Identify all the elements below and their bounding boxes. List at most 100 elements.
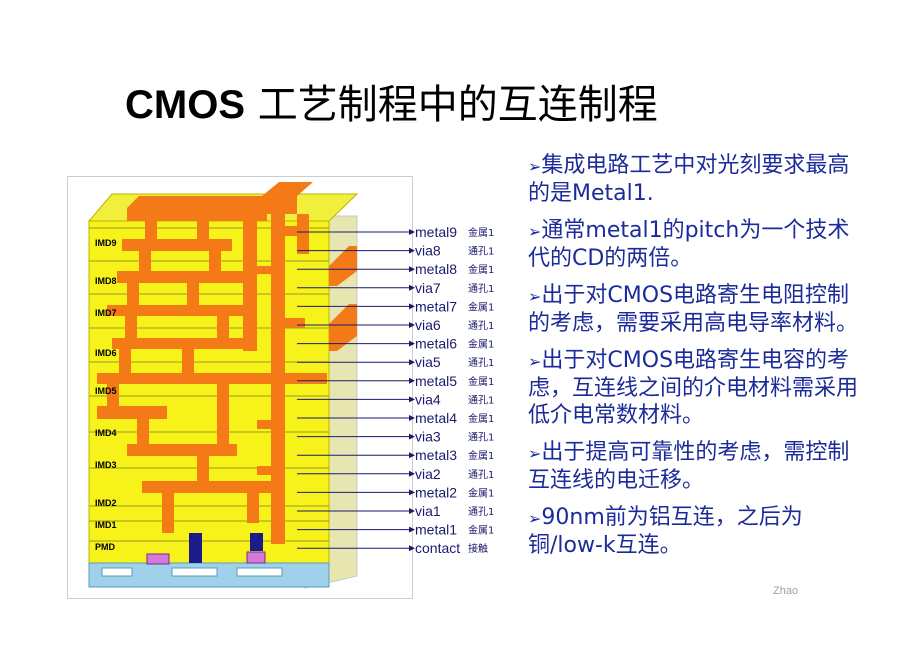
leader-arrow bbox=[409, 247, 415, 254]
imd-label: PMD bbox=[95, 542, 116, 552]
leader-arrow bbox=[409, 303, 415, 310]
bullet-item: ➢出于对CMOS电路寄生电阻控制的考虑，需要采用高电导率材料。 bbox=[528, 282, 858, 337]
layer-label-cn: 金属1 bbox=[468, 412, 494, 425]
via-stack bbox=[182, 349, 194, 373]
via-stack bbox=[217, 384, 229, 444]
bullet-arrow-icon: ➢ bbox=[528, 287, 542, 306]
layer-label-en: metal7 bbox=[415, 298, 457, 314]
metal3 bbox=[127, 444, 237, 456]
layer-label-en: metal5 bbox=[415, 373, 457, 389]
layer-label-cn: 金属1 bbox=[468, 449, 494, 462]
imd-label: IMD6 bbox=[95, 348, 117, 358]
bullet-item: ➢出于提高可靠性的考虑，需控制互连线的电迁移。 bbox=[528, 439, 858, 494]
bullet-item: ➢出于对CMOS电路寄生电容的考虑，互连线之间的介电材料需采用低介电常数材料。 bbox=[528, 347, 858, 429]
layer-label-en: metal9 bbox=[415, 224, 457, 240]
layer-label-cn: 通孔1 bbox=[468, 432, 494, 444]
layer-label-cn: 通孔1 bbox=[468, 283, 494, 295]
layer-label-cn: 金属1 bbox=[468, 226, 494, 239]
title-latin: CMOS bbox=[125, 83, 245, 127]
via-stack bbox=[145, 221, 157, 239]
right-via-column bbox=[243, 221, 257, 351]
layer-label-cn: 通孔1 bbox=[468, 357, 494, 369]
leader-arrow bbox=[409, 508, 415, 514]
footer-author: Zhao bbox=[773, 585, 799, 597]
bullet-arrow-icon: ➢ bbox=[528, 157, 542, 176]
layer-label-en: via6 bbox=[415, 317, 441, 333]
layer-label-en: metal4 bbox=[415, 410, 457, 426]
leader-arrow bbox=[409, 433, 415, 440]
bullet-item: ➢通常metal1的pitch为一个技术代的CD的两倍。 bbox=[528, 217, 858, 272]
right-metal-tab bbox=[257, 420, 271, 429]
leader-arrow bbox=[409, 359, 415, 366]
leader-arrow bbox=[409, 322, 415, 328]
gate bbox=[246, 551, 266, 564]
bullet-arrow-icon: ➢ bbox=[528, 222, 542, 241]
imd-label: IMD3 bbox=[95, 460, 117, 470]
leader-arrow bbox=[409, 396, 415, 403]
imd-label: IMD5 bbox=[95, 386, 117, 396]
bullet-arrow-icon: ➢ bbox=[528, 352, 542, 371]
via-stack bbox=[119, 349, 131, 373]
layer-label-en: metal6 bbox=[415, 336, 457, 352]
via-stack bbox=[127, 283, 139, 305]
layer-label-en: via3 bbox=[415, 429, 441, 445]
metal-structures bbox=[97, 182, 357, 544]
right-metal-tab bbox=[257, 466, 271, 475]
via-stack bbox=[209, 251, 221, 271]
side-metal bbox=[329, 246, 357, 286]
metal2-right bbox=[235, 481, 275, 493]
leader-arrow bbox=[409, 415, 415, 421]
metal5 bbox=[112, 338, 252, 349]
layer-label-en: contact bbox=[415, 540, 460, 556]
layer-label-cn: 通孔1 bbox=[468, 506, 494, 518]
via-stack bbox=[247, 493, 259, 523]
imd-label: IMD9 bbox=[95, 238, 117, 248]
right-metal-tab bbox=[285, 318, 305, 328]
imd-label: IMD8 bbox=[95, 276, 117, 286]
layer-label-cn: 接触 bbox=[468, 542, 488, 555]
right-via-column bbox=[271, 214, 285, 544]
layer-label-cn: 金属1 bbox=[468, 263, 494, 276]
metal9-top bbox=[127, 196, 277, 208]
layer-label-cn: 金属1 bbox=[468, 486, 494, 499]
right-metal-tab bbox=[285, 226, 305, 236]
layer-label-en: metal2 bbox=[415, 484, 457, 500]
diffusion bbox=[236, 567, 283, 577]
gate bbox=[146, 553, 170, 565]
via-stack bbox=[197, 456, 209, 481]
metal4 bbox=[97, 373, 327, 384]
bullet-text: 出于提高可靠性的考虑，需控制互连线的电迁移。 bbox=[528, 440, 850, 493]
leader-arrow bbox=[409, 284, 415, 291]
bullet-text: 出于对CMOS电路寄生电阻控制的考虑，需要采用高电导率材料。 bbox=[528, 283, 859, 336]
interconnect-svg: IMD9IMD8IMD7IMD6IMD5IMD4IMD3IMD2IMD1PMD … bbox=[67, 176, 494, 599]
contact-plug bbox=[189, 533, 202, 563]
via-stack bbox=[107, 384, 119, 406]
bullet-item: ➢90nm前为铝互连，之后为铜/low-k互连。 bbox=[528, 504, 858, 559]
layer-label-en: via7 bbox=[415, 280, 441, 296]
layer-label-cn: 金属1 bbox=[468, 338, 494, 351]
via-stack bbox=[187, 283, 199, 305]
bullet-list: ➢集成电路工艺中对光刻要求最高的是Metal1.➢通常metal1的pitch为… bbox=[528, 152, 858, 569]
layer-label-en: via1 bbox=[415, 503, 441, 519]
via-stack bbox=[139, 251, 151, 271]
bullet-text: 通常metal1的pitch为一个技术代的CD的两倍。 bbox=[528, 218, 850, 271]
leader-arrow bbox=[409, 377, 415, 384]
bullet-arrow-icon: ➢ bbox=[528, 509, 542, 528]
layer-label-en: via8 bbox=[415, 243, 441, 259]
via-stack bbox=[217, 316, 229, 338]
metal9 bbox=[127, 208, 267, 221]
title-rest: 工艺制程中的互连制程 bbox=[245, 82, 658, 128]
layer-label-cn: 金属1 bbox=[468, 524, 494, 537]
via-stack bbox=[125, 316, 137, 338]
contact-plug bbox=[250, 533, 263, 551]
via-stack bbox=[137, 419, 149, 444]
diffusion bbox=[171, 567, 218, 577]
leader-arrow bbox=[409, 340, 415, 347]
page-title: CMOS 工艺制程中的互连制程 bbox=[125, 72, 658, 130]
layer-label-en: metal3 bbox=[415, 447, 457, 463]
diffusion bbox=[101, 567, 133, 577]
leader-arrow bbox=[409, 229, 415, 235]
